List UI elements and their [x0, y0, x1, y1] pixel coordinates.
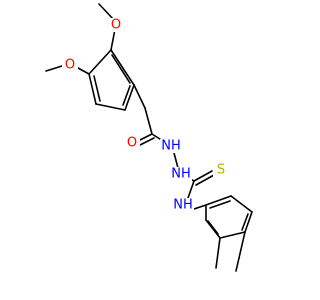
bond-ring1-inner-2 — [122, 85, 131, 106]
bond-ring2-methyl-2 — [235, 231, 246, 272]
oxygen-label: O — [127, 136, 137, 151]
atom-oxygen-methoxy-top: O — [108, 18, 124, 33]
bond-ring1-1 — [88, 49, 112, 75]
bond-ring2-inner-2 — [241, 213, 249, 231]
bond-cs-double-2 — [195, 174, 215, 186]
bond-ring1-inner-3 — [111, 54, 131, 84]
bond-ring2-methyl-1 — [215, 237, 221, 269]
nitrogen-label: NH — [171, 167, 191, 182]
bond-ring1-2 — [88, 73, 97, 105]
atom-sulfur-thione: S — [213, 163, 229, 178]
atom-oxygen-methoxy-left: O — [62, 58, 78, 73]
bond-cs-double-1 — [193, 170, 213, 182]
bond-n1-n2 — [173, 152, 179, 169]
bond-ch2-carbonyl — [144, 107, 153, 135]
atom-nitrogen-hydrazide-2: NH — [170, 167, 192, 182]
atom-labels: O O O NH NH S NH — [62, 18, 229, 213]
bond-ring-ch2 — [133, 84, 146, 109]
nitrogen-label: NH — [161, 139, 181, 154]
bonds — [45, 3, 253, 272]
bond-ring1-3 — [95, 103, 126, 111]
molecule-structure: O O O NH NH S NH — [45, 3, 253, 272]
bond-methyl-o-left — [45, 65, 63, 72]
bond-ring2-5 — [205, 219, 221, 239]
atom-oxygen-carbonyl: O — [124, 136, 140, 151]
bond-ring2-4 — [219, 231, 246, 239]
bond-ring2-inner-3 — [207, 220, 219, 235]
bond-ring1-inner-1 — [93, 75, 101, 102]
bond-cs-n3 — [187, 180, 195, 199]
bond-carbonyl-double-1 — [137, 133, 153, 142]
bond-ring1-5 — [110, 49, 135, 86]
atom-nitrogen-amine: NH — [172, 198, 194, 213]
bond-carbonyl-double-2 — [139, 137, 155, 146]
bond-ring2-1 — [205, 195, 232, 206]
bond-ring2-inner-1 — [209, 200, 231, 209]
bond-ring1-4 — [124, 84, 135, 111]
atom-nitrogen-hydrazide-1: NH — [160, 139, 182, 154]
sulfur-label: S — [217, 163, 225, 178]
bond-o-left-ring — [77, 67, 90, 75]
oxygen-label: O — [65, 58, 75, 73]
oxygen-label: O — [111, 18, 121, 33]
bond-o-top-ring — [110, 28, 116, 51]
nitrogen-label: NH — [173, 198, 193, 213]
bond-ring2-3 — [244, 211, 253, 233]
bond-ring2-2 — [230, 195, 253, 213]
